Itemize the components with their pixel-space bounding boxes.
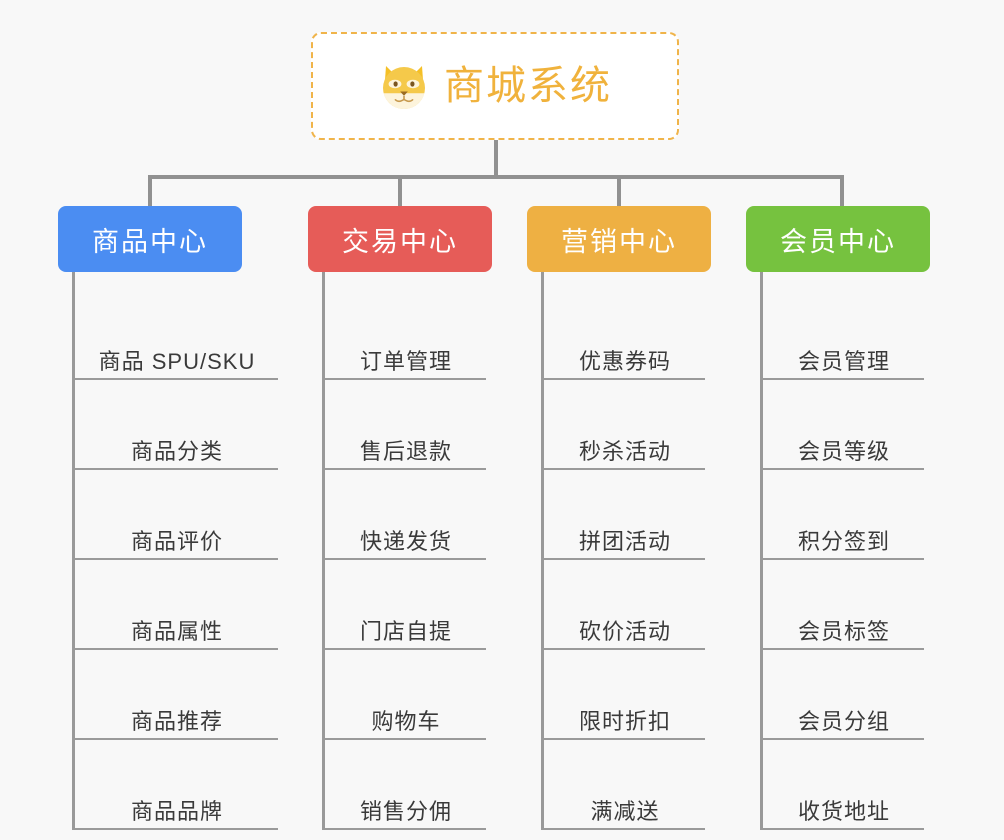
leaf-item[interactable]: 商品推荐 — [72, 650, 278, 740]
leaf-item-label: 会员标签 — [797, 618, 890, 644]
connector-horizontal-bus — [148, 175, 844, 179]
leaf-item[interactable]: 售后退款 — [322, 380, 486, 470]
leaf-item-label: 积分签到 — [797, 528, 890, 554]
connector-drop-trade — [398, 175, 402, 206]
leaf-trunk-line — [322, 272, 325, 830]
leaf-item-label: 商品分类 — [130, 438, 223, 464]
leaf-item[interactable]: 会员分组 — [760, 650, 924, 740]
leaf-item[interactable]: 订单管理 — [322, 290, 486, 380]
connector-drop-marketing — [617, 175, 621, 206]
leaf-item[interactable]: 商品 SPU/SKU — [72, 290, 278, 380]
connector-drop-product — [148, 175, 152, 206]
leaf-item[interactable]: 会员标签 — [760, 560, 924, 650]
leaf-item-label: 商品推荐 — [130, 708, 223, 734]
leaf-item-label: 满减送 — [590, 798, 660, 824]
category-box-product[interactable]: 商品中心 — [58, 206, 242, 272]
leaf-item-label: 门店自提 — [359, 618, 452, 644]
leaf-trunk-line — [760, 272, 763, 830]
leaf-item[interactable]: 商品分类 — [72, 380, 278, 470]
leaf-item-label: 会员等级 — [797, 438, 890, 464]
leaf-item[interactable]: 秒杀活动 — [541, 380, 705, 470]
leaf-item-label: 砍价活动 — [578, 618, 671, 644]
leaf-item-label: 快递发货 — [359, 528, 452, 554]
category-label: 会员中心 — [780, 226, 896, 257]
leaf-item-label: 优惠券码 — [578, 348, 671, 374]
category-box-marketing[interactable]: 营销中心 — [527, 206, 711, 272]
connector-drop-member — [840, 175, 844, 206]
leaf-item-label: 收货地址 — [797, 798, 890, 824]
leaf-item-label: 订单管理 — [359, 348, 452, 374]
category-label: 交易中心 — [342, 226, 458, 257]
leaf-item-label: 秒杀活动 — [578, 438, 671, 464]
leaf-item[interactable]: 限时折扣 — [541, 650, 705, 740]
leaf-item[interactable]: 收货地址 — [760, 740, 924, 830]
leaf-item-label: 限时折扣 — [578, 708, 671, 734]
leaf-trunk-line — [72, 272, 75, 830]
leaf-item-label: 会员分组 — [797, 708, 890, 734]
shiba-dog-face-icon — [378, 60, 430, 112]
leaf-item[interactable]: 积分签到 — [760, 470, 924, 560]
leaf-item-label: 商品品牌 — [130, 798, 223, 824]
connector-root-stem — [494, 140, 498, 178]
leaf-item-label: 购物车 — [371, 708, 441, 734]
leaf-item[interactable]: 优惠券码 — [541, 290, 705, 380]
leaf-item-label: 售后退款 — [359, 438, 452, 464]
leaf-item[interactable]: 商品品牌 — [72, 740, 278, 830]
leaf-item[interactable]: 商品评价 — [72, 470, 278, 560]
leaf-item[interactable]: 门店自提 — [322, 560, 486, 650]
leaf-item[interactable]: 快递发货 — [322, 470, 486, 560]
category-box-member[interactable]: 会员中心 — [746, 206, 930, 272]
root-node[interactable]: 商城系统 — [311, 32, 679, 140]
leaf-item[interactable]: 满减送 — [541, 740, 705, 830]
leaf-item[interactable]: 购物车 — [322, 650, 486, 740]
leaf-item-label: 销售分佣 — [359, 798, 452, 824]
leaf-trunk-line — [541, 272, 544, 830]
leaf-item-label: 商品评价 — [130, 528, 223, 554]
leaf-item-label: 会员管理 — [797, 348, 890, 374]
root-title: 商城系统 — [444, 64, 612, 108]
category-label: 营销中心 — [561, 226, 677, 257]
leaf-item-label: 拼团活动 — [578, 528, 671, 554]
leaf-item[interactable]: 会员管理 — [760, 290, 924, 380]
leaf-item[interactable]: 商品属性 — [72, 560, 278, 650]
category-box-trade[interactable]: 交易中心 — [308, 206, 492, 272]
category-label: 商品中心 — [92, 226, 208, 257]
leaf-item[interactable]: 拼团活动 — [541, 470, 705, 560]
leaf-item-label: 商品属性 — [130, 618, 223, 644]
leaf-item-label: 商品 SPU/SKU — [98, 348, 256, 374]
leaf-item[interactable]: 销售分佣 — [322, 740, 486, 830]
leaf-item[interactable]: 砍价活动 — [541, 560, 705, 650]
leaf-item[interactable]: 会员等级 — [760, 380, 924, 470]
